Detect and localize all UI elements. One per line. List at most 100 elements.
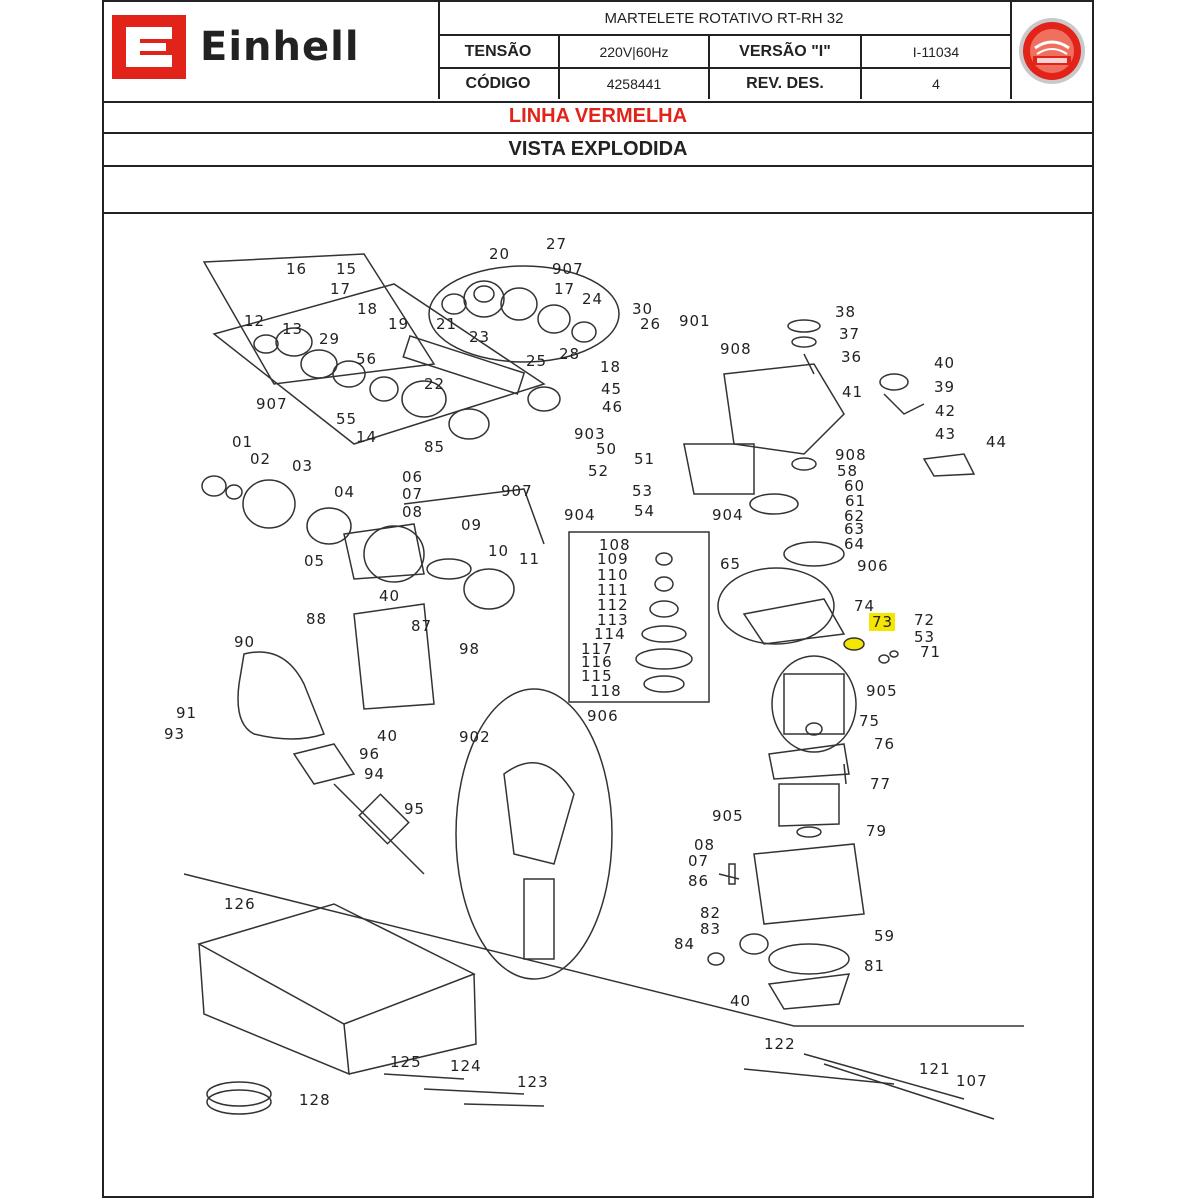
part-number-label: 76 [874,735,895,753]
part-number-label: 15 [336,260,357,278]
voltage-label: TENSÃO [438,36,560,69]
part-number-label: 44 [986,433,1007,451]
part-number-label: 118 [590,682,622,700]
code-label: CÓDIGO [438,69,560,99]
part-number-label: 05 [304,552,325,570]
version-label: VERSÃO "I" [710,36,862,69]
revision-label: REV. DES. [710,69,862,99]
header-block: Einhell MARTELETE ROTATIVO RT-RH 32 TENS… [104,2,1092,103]
part-number-label: 38 [835,303,856,321]
part-number-label: 53 [632,482,653,500]
part-number-label: 905 [712,807,744,825]
highlight-marker [869,613,895,631]
line-title: LINHA VERMELHA [104,101,1092,134]
part-number-label: 42 [935,402,956,420]
part-number-label: 73 [872,613,893,631]
part-number-label: 94 [364,765,385,783]
part-number-label: 91 [176,704,197,722]
part-number-label: 25 [526,352,547,370]
part-number-label: 65 [720,555,741,573]
part-number-label: 03 [292,457,313,475]
part-number-label: 40 [730,992,751,1010]
part-number-label: 52 [588,462,609,480]
voltage-value: 220V|60Hz [560,36,710,69]
part-number-label: 84 [674,935,695,953]
part-number-label: 58 [837,462,858,480]
part-number-label: 77 [870,775,891,793]
part-number-label: 116 [581,653,613,671]
part-number-label: 907 [501,482,533,500]
part-number-label: 08 [402,503,423,521]
part-number-label: 61 [845,492,866,510]
part-number-label: 908 [720,340,752,358]
part-number-label: 45 [601,380,622,398]
part-number-label: 37 [839,325,860,343]
part-number-label: 13 [282,320,303,338]
part-number-label: 39 [934,378,955,396]
part-number-label: 905 [866,682,898,700]
part-number-label: 17 [330,280,351,298]
part-number-label: 40 [934,354,955,372]
part-number-label: 60 [844,477,865,495]
part-number-label: 10 [488,542,509,560]
part-number-label: 07 [402,485,423,503]
part-number-label: 54 [634,502,655,520]
part-number-label: 41 [842,383,863,401]
part-number-label: 55 [336,410,357,428]
part-number-label: 59 [874,927,895,945]
part-number-label: 40 [379,587,400,605]
part-number-label: 36 [841,348,862,366]
part-number-label: 115 [581,667,613,685]
part-number-label: 82 [700,904,721,922]
part-number-label: 50 [596,440,617,458]
part-number-label: 87 [411,617,432,635]
part-number-label: 113 [597,611,629,629]
part-number-label: 906 [857,557,889,575]
part-number-label: 18 [600,358,621,376]
part-number-label: 63 [844,520,865,538]
part-number-label: 40 [377,727,398,745]
part-number-label: 22 [424,375,445,393]
part-number-label: 56 [356,350,377,368]
part-number-label: 28 [559,345,580,363]
part-number-label: 62 [844,507,865,525]
part-number-label: 108 [599,536,631,554]
part-number-label: 96 [359,745,380,763]
part-number-label: 08 [694,836,715,854]
part-number-label: 904 [564,506,596,524]
part-number-label: 26 [640,315,661,333]
part-number-label: 902 [459,728,491,746]
part-number-label: 122 [764,1035,796,1053]
part-number-label: 109 [597,550,629,568]
brand-logo: Einhell [104,2,440,99]
part-number-label: 29 [319,330,340,348]
part-number-label: 02 [250,450,271,468]
part-number-label: 24 [582,290,603,308]
blank-row [104,167,1092,214]
product-title: MARTELETE ROTATIVO RT-RH 32 [438,2,1012,36]
part-number-label: 903 [574,425,606,443]
part-number-label: 107 [956,1072,988,1090]
part-number-label: 125 [390,1053,422,1071]
einhell-seal-icon [1012,2,1092,99]
part-number-label: 06 [402,468,423,486]
parts-sheet: Einhell MARTELETE ROTATIVO RT-RH 32 TENS… [102,0,1094,1198]
exploded-view-drawing: 1615171819121329562123907552214852520279… [164,235,1024,1120]
part-number-label: 19 [388,315,409,333]
view-title: VISTA EXPLODIDA [104,134,1092,167]
einhell-logo-icon [112,15,186,79]
part-number-label: 98 [459,640,480,658]
part-number-label: 95 [404,800,425,818]
part-number-label: 23 [469,328,490,346]
revision-value: 4 [862,69,1012,99]
part-number-label: 53 [914,628,935,646]
part-number-label: 124 [450,1057,482,1075]
part-number-label: 30 [632,300,653,318]
part-number-label: 51 [634,450,655,468]
version-value: I-11034 [862,36,1012,69]
part-number-label: 79 [866,822,887,840]
part-number-label: 17 [554,280,575,298]
part-number-label: 16 [286,260,307,278]
part-number-label: 01 [232,433,253,451]
part-number-label: 88 [306,610,327,628]
